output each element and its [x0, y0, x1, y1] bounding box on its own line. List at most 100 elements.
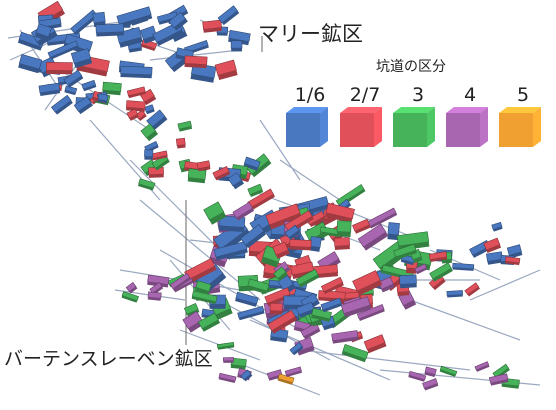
chamber-block — [240, 223, 267, 249]
chambers — [17, 0, 523, 391]
chamber-block — [504, 256, 521, 266]
tunnel — [469, 269, 541, 301]
chamber-block — [177, 120, 193, 132]
chamber-block — [216, 341, 235, 350]
chamber-block — [356, 304, 385, 321]
chamber-block — [446, 290, 464, 298]
chamber-block — [336, 220, 352, 237]
chamber-block — [464, 282, 481, 297]
chamber-block — [357, 223, 389, 251]
chamber-block — [147, 291, 162, 301]
chamber-block — [38, 82, 61, 97]
chamber-block — [439, 365, 458, 377]
chamber-block — [429, 262, 453, 282]
chamber-block — [363, 334, 387, 354]
tunnel — [409, 299, 521, 341]
chamber-block — [70, 9, 99, 36]
label-mari-mine-area: マリー鉱区 — [258, 22, 363, 46]
chamber-block — [147, 274, 170, 288]
tunnel — [44, 59, 81, 111]
chamber-block — [191, 290, 218, 305]
legend-label-3: 3 — [411, 84, 425, 106]
chamber-block — [227, 172, 245, 190]
chamber-block — [295, 268, 320, 288]
chamber-block — [47, 40, 79, 60]
chamber-block — [150, 150, 168, 161]
chamber-block — [247, 183, 264, 198]
chamber-block — [289, 239, 312, 251]
chamber-block — [230, 40, 243, 52]
chamber-block — [284, 224, 301, 241]
label-bartensleben-mine-area: バーテンスレーベン鉱区 — [4, 348, 213, 370]
chamber-block — [491, 221, 503, 232]
legend-swatch-2 — [340, 107, 382, 147]
chamber-block — [126, 108, 140, 121]
chamber-block — [408, 370, 427, 382]
legend-label-2: 2/7 — [349, 84, 381, 106]
chamber-block — [126, 86, 146, 99]
chamber-block — [18, 53, 43, 74]
chamber-block — [300, 322, 321, 340]
chamber-block — [203, 201, 227, 225]
chamber-block — [63, 69, 84, 88]
tunnel — [149, 49, 241, 61]
chamber-block — [120, 65, 153, 79]
chamber-block — [144, 149, 154, 160]
chamber-block — [175, 137, 186, 149]
legend-label-4: 4 — [463, 84, 477, 106]
chamber-block — [187, 168, 207, 184]
chamber-block — [214, 59, 238, 81]
chamber-block — [247, 188, 276, 211]
chamber-block — [235, 291, 259, 307]
chamber-block — [184, 55, 208, 69]
chamber-block — [121, 291, 139, 303]
chamber-block — [46, 62, 73, 75]
chamber-block — [387, 222, 400, 241]
chamber-block — [325, 202, 355, 224]
chamber-block — [352, 270, 383, 296]
tunnel — [259, 119, 301, 181]
chamber-block — [95, 23, 125, 37]
legend-swatch-4 — [446, 107, 488, 147]
legend-label-5: 5 — [516, 84, 530, 106]
chamber-block — [51, 94, 73, 115]
chamber-block — [137, 178, 156, 191]
chamber-block — [311, 307, 332, 322]
chamber-block — [320, 297, 343, 313]
chamber-block — [64, 85, 78, 96]
chamber-block — [289, 342, 304, 356]
chamber-block — [483, 237, 502, 254]
chamber-block — [486, 251, 504, 265]
chamber-block — [320, 276, 344, 295]
chamber-block — [116, 26, 143, 48]
chamber-block — [422, 378, 439, 391]
legend-swatches — [286, 107, 541, 147]
chamber-block — [222, 357, 234, 363]
chamber-block — [269, 302, 283, 315]
legend-title: 坑道の区分 — [376, 59, 446, 75]
chamber-block — [70, 48, 93, 68]
chamber-block — [218, 372, 237, 383]
chamber-block — [148, 166, 164, 178]
chamber-block — [232, 201, 255, 221]
legend-swatch-3 — [393, 107, 435, 147]
chamber-block — [116, 6, 153, 28]
chamber-block — [340, 296, 372, 318]
chamber-block — [202, 19, 222, 33]
legend-label-1: 1/6 — [294, 84, 326, 106]
chamber-block — [81, 79, 97, 92]
chamber-block — [197, 312, 221, 332]
legend-swatch-5 — [499, 107, 541, 147]
chamber-block — [284, 366, 302, 377]
chamber-block — [102, 81, 122, 96]
chamber-block — [237, 305, 265, 321]
chamber-block — [452, 262, 475, 271]
chamber-block — [92, 11, 106, 28]
chamber-block — [414, 263, 428, 275]
chamber-block — [194, 280, 212, 295]
tunnel — [129, 159, 231, 261]
chamber-block — [331, 330, 359, 344]
chamber-block — [125, 281, 138, 294]
